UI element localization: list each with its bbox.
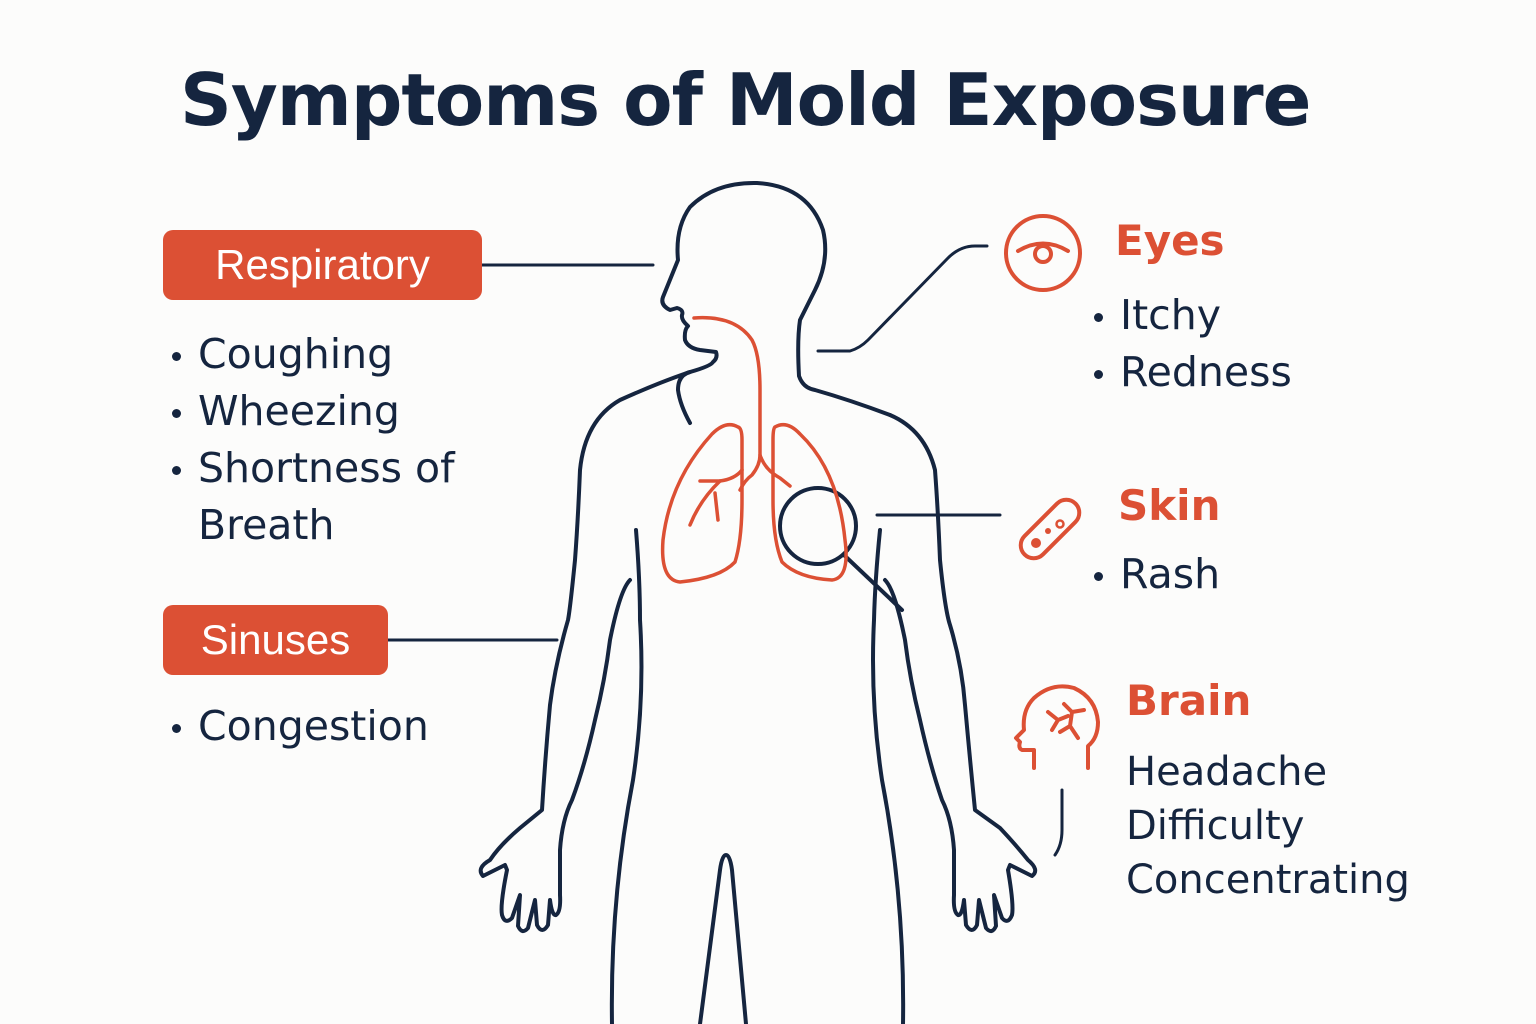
list-item: Rash (1090, 546, 1220, 603)
bandage-icon (1018, 497, 1082, 561)
brain-heading: Brain (1126, 676, 1252, 725)
eyes-heading: Eyes (1115, 216, 1225, 265)
list-item: Wheezing (168, 383, 478, 440)
respiratory-label-text: Respiratory (215, 241, 430, 288)
head-brain-icon (1014, 684, 1100, 770)
page-title: Symptoms of Mold Exposure (180, 58, 1312, 142)
skin-symptom-list: Rash (1090, 546, 1220, 603)
brain-symptom-list: Headache Difficulty Concentrating (1126, 745, 1410, 907)
list-item: Redness (1090, 344, 1292, 401)
sinuses-label-text: Sinuses (200, 616, 351, 663)
list-item: Headache (1126, 749, 1328, 795)
head-outline (660, 180, 892, 425)
list-item: Congestion (168, 698, 429, 755)
list-item: Shortness of Breath (168, 440, 478, 554)
list-item: Coughing (168, 326, 478, 383)
sinuses-label: Sinuses (163, 605, 388, 675)
eyes-symptom-list: Itchy Redness (1090, 287, 1292, 401)
sinuses-symptom-list: Congestion (168, 698, 429, 755)
respiratory-label: Respiratory (163, 230, 482, 300)
list-item: Difficulty (1126, 803, 1305, 849)
lungs-icon (660, 315, 848, 584)
list-item: Itchy (1090, 287, 1292, 344)
respiratory-symptom-list: Coughing Wheezing Shortness of Breath (168, 326, 478, 554)
skin-heading: Skin (1118, 481, 1221, 530)
eye-icon (1004, 214, 1082, 292)
list-item: Concentrating (1126, 857, 1410, 903)
